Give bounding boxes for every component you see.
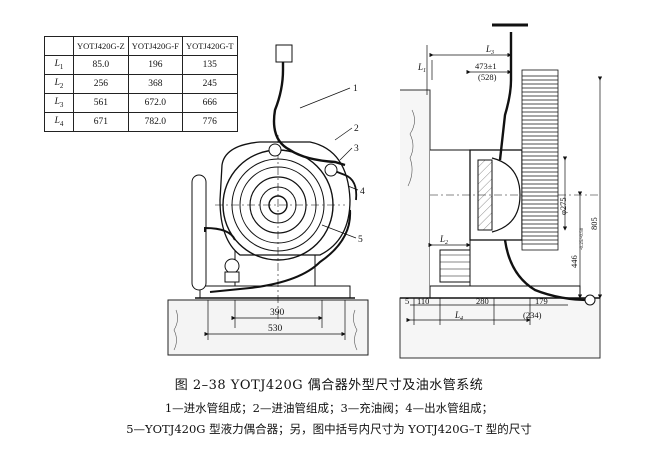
dim-446-tolerance: -0.25/-0.50 — [580, 227, 585, 250]
table-cell: 672.0 — [127, 93, 183, 113]
callout-3: 3 — [354, 144, 359, 154]
callout-1: 1 — [353, 84, 358, 94]
dim-phi275: φ275 — [558, 197, 568, 215]
row-label: L1 — [44, 55, 74, 75]
table-cell: 256 — [73, 74, 129, 94]
left-foundation — [167, 299, 369, 356]
callout-lines — [299, 87, 359, 239]
table-row: L3 561 672.0 666 — [44, 93, 238, 113]
table-cell: 245 — [181, 74, 238, 94]
table-cell: 135 — [181, 55, 238, 75]
dim-528: (528) — [478, 72, 497, 82]
dim-390: 390 — [270, 308, 285, 318]
right-foundation — [399, 89, 601, 359]
label-l2: L2 — [439, 234, 448, 246]
table-header — [44, 36, 74, 56]
dimension-table: YOTJ420G-Z YOTJ420G-F YOTJ420G-T L1 85.0… — [44, 36, 238, 132]
table-cell: 782.0 — [127, 112, 183, 132]
left-side-tube — [191, 174, 207, 291]
dim-234: (234) — [523, 310, 542, 320]
table-cell: 671 — [73, 112, 129, 132]
table-header: YOTJ420G-T — [181, 36, 238, 56]
table-cell: 85.0 — [73, 55, 129, 75]
dim-280: 280 — [476, 296, 489, 306]
table-row: L4 671 782.0 776 — [44, 112, 238, 132]
dim-473: 473±1 — [475, 61, 497, 71]
label-l3: L3 — [485, 44, 494, 56]
callout-5: 5 — [358, 235, 363, 245]
table-row: L2 256 368 245 — [44, 74, 238, 94]
right-view — [399, 23, 603, 359]
left-dimensions — [204, 300, 346, 340]
table-cell: 368 — [127, 74, 183, 94]
table-header: YOTJ420G-Z — [73, 36, 129, 56]
table-cell: 196 — [127, 55, 183, 75]
oil-pipe-lower — [204, 209, 352, 293]
table-cell: 561 — [73, 93, 129, 113]
dim-805: 805 — [589, 217, 599, 230]
dim-446: 446 — [569, 255, 579, 268]
left-base-plate — [199, 285, 351, 299]
label-l4: L4 — [454, 310, 463, 322]
table-cell: 776 — [181, 112, 238, 132]
dim-530: 530 — [268, 324, 283, 334]
figure-legend-line-1: 1—进水管组成；2—进油管组成；3—充油阀；4—出水管组成； — [164, 401, 494, 415]
figure-legend-line-2: 5—YOTJ420G 型液力偶合器；另，图中括号内尺寸为 YOTJ420G–T … — [126, 422, 532, 436]
dim-5: 5 — [405, 296, 409, 306]
table-cell: 666 — [181, 93, 238, 113]
callout-2: 2 — [354, 124, 359, 134]
figure-title: 图 2–38 YOTJ420G 偶合器外型尺寸及油水管系统 — [174, 378, 484, 393]
row-label: L3 — [44, 93, 74, 113]
right-outlet-pipe — [503, 239, 591, 302]
label-l1: L1 — [417, 62, 426, 74]
table-row: L1 85.0 196 135 — [44, 55, 238, 75]
left-view — [167, 44, 369, 356]
dim-110: 110 — [417, 296, 429, 306]
callout-4: 4 — [360, 187, 365, 197]
small-valve — [224, 258, 240, 274]
row-label: L2 — [44, 74, 74, 94]
right-top-pipe — [498, 32, 513, 161]
dim-179: 179 — [535, 296, 548, 306]
radiator-fins — [521, 69, 559, 251]
table-header: YOTJ420G-F — [127, 36, 183, 56]
row-label: L4 — [44, 112, 74, 132]
coupling-housing — [215, 135, 351, 320]
right-dimensions — [406, 45, 603, 325]
table-header-row: YOTJ420G-Z YOTJ420G-F YOTJ420G-T — [44, 36, 238, 56]
water-inlet-pipe — [272, 55, 346, 167]
